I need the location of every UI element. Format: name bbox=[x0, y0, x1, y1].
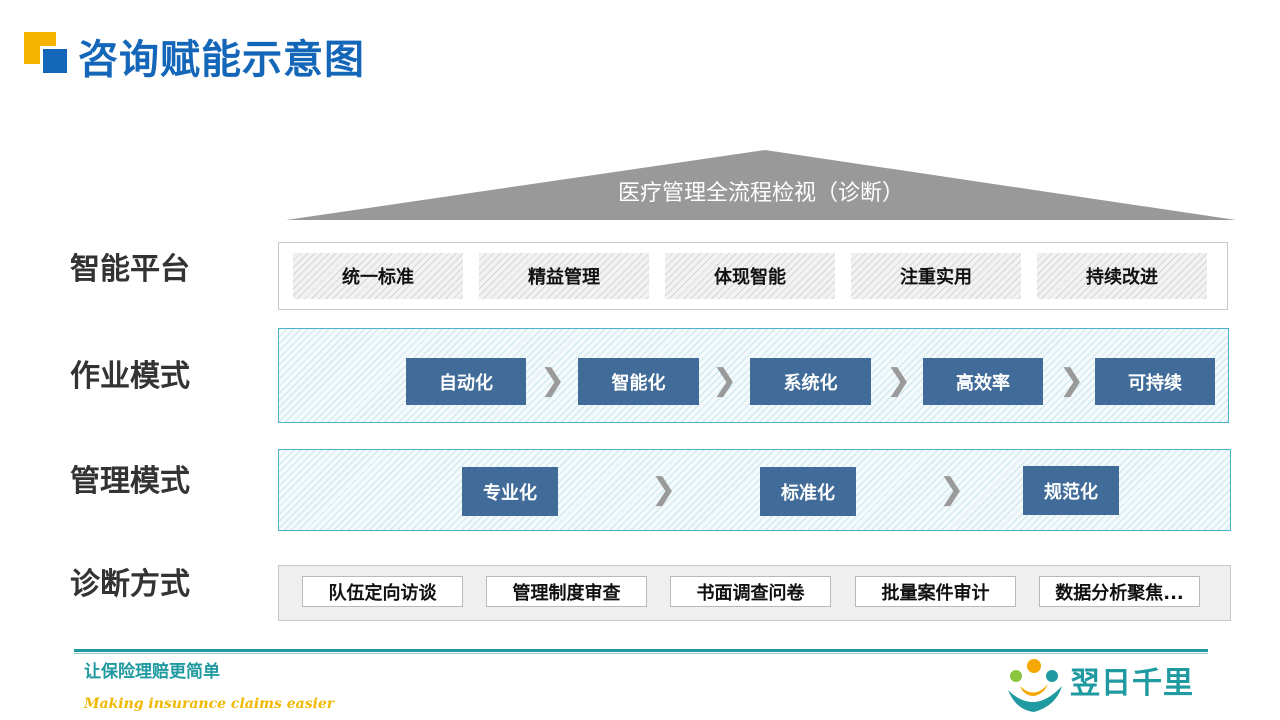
work-mode-step: 可持续 bbox=[1095, 358, 1215, 405]
platform-item: 精益管理 bbox=[479, 253, 649, 299]
footer-divider-thin bbox=[74, 653, 1208, 654]
chevron-right-icon: ❯ bbox=[651, 472, 677, 507]
chevron-right-icon: ❯ bbox=[939, 472, 965, 507]
row-label-mgmt: 管理模式 bbox=[70, 464, 190, 499]
brand-logo-icon bbox=[1008, 659, 1062, 712]
platform-item: 注重实用 bbox=[851, 253, 1021, 299]
platform-item: 体现智能 bbox=[665, 253, 835, 299]
chevron-right-icon: ❯ bbox=[886, 363, 912, 398]
page-title: 咨询赋能示意图 bbox=[78, 37, 365, 83]
platform-item: 持续改进 bbox=[1037, 253, 1207, 299]
slogan-english: Making insurance claims easier bbox=[84, 696, 335, 712]
chevron-right-icon: ❯ bbox=[712, 363, 738, 398]
row-label-platform: 智能平台 bbox=[70, 252, 190, 287]
management-mode-step: 专业化 bbox=[462, 467, 558, 516]
diagnosis-method: 批量案件审计 bbox=[855, 576, 1016, 607]
work-mode-step: 高效率 bbox=[923, 358, 1043, 405]
management-mode-step: 标准化 bbox=[760, 467, 856, 516]
work-mode-step: 自动化 bbox=[406, 358, 526, 405]
brand-logo-text: 翌日千里 bbox=[1070, 666, 1194, 701]
footer-divider bbox=[74, 649, 1208, 652]
platform-item: 统一标准 bbox=[293, 253, 463, 299]
work-mode-step: 系统化 bbox=[750, 358, 871, 405]
chevron-right-icon: ❯ bbox=[540, 363, 566, 398]
work-mode-step: 智能化 bbox=[578, 358, 699, 405]
chevron-right-icon: ❯ bbox=[1059, 363, 1085, 398]
diagnosis-method: 管理制度审查 bbox=[486, 576, 647, 607]
diagnosis-method: 数据分析聚焦... bbox=[1039, 576, 1200, 607]
roof-triangle bbox=[286, 150, 1236, 220]
row-label-work: 作业模式 bbox=[70, 359, 190, 394]
diagnosis-method: 书面调查问卷 bbox=[670, 576, 831, 607]
row-label-diag: 诊断方式 bbox=[70, 567, 190, 602]
title-accent-blue-square bbox=[43, 49, 67, 73]
management-mode-step: 规范化 bbox=[1023, 466, 1119, 515]
diagnosis-method: 队伍定向访谈 bbox=[302, 576, 463, 607]
slogan-chinese: 让保险理赔更简单 bbox=[84, 662, 220, 682]
roof-label: 医疗管理全流程检视（诊断） bbox=[617, 181, 904, 206]
